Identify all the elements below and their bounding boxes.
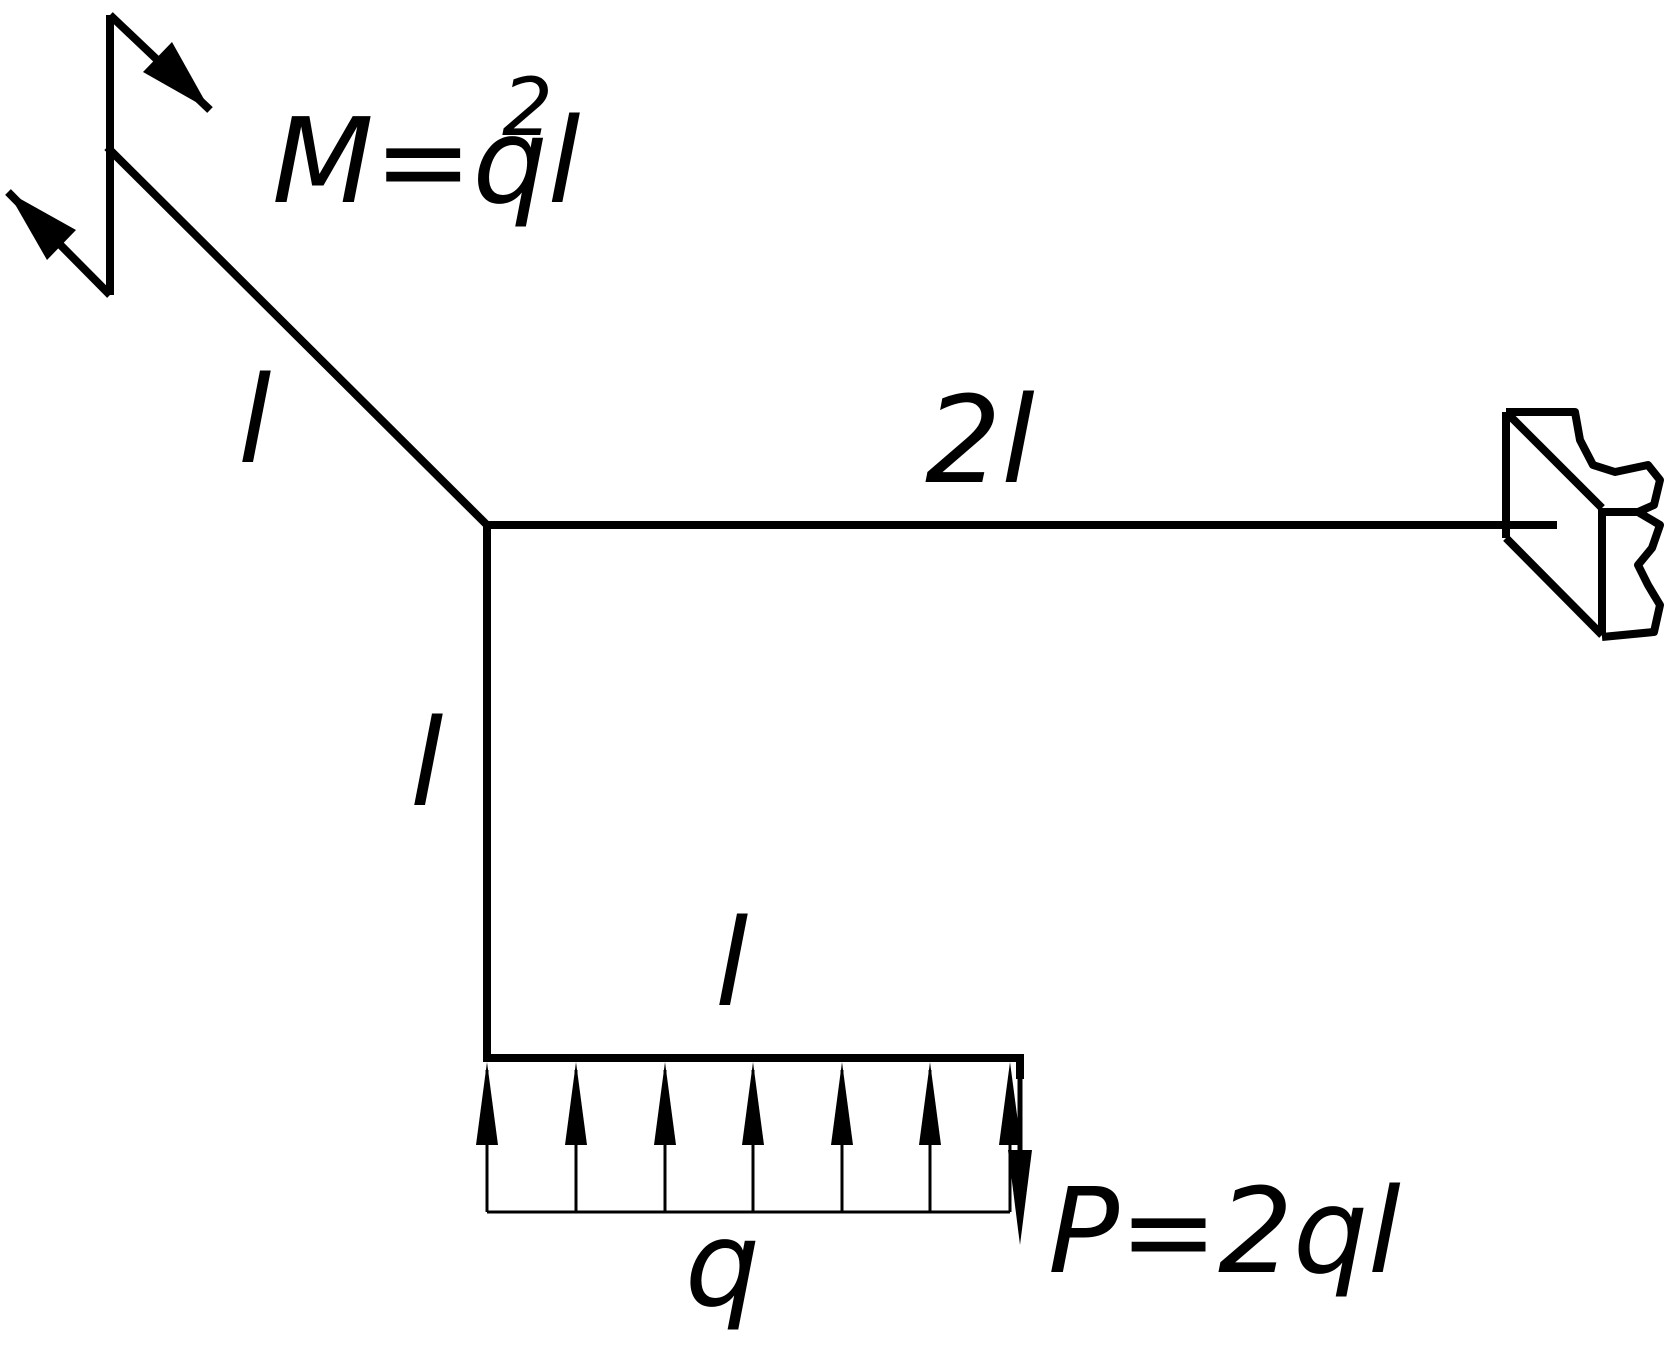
moment-arrowhead-bottom <box>8 192 76 260</box>
bottom-member-length: l <box>715 895 748 1034</box>
inclined-member-length: l <box>238 352 271 491</box>
distributed-load-label: q <box>685 1195 760 1333</box>
frame-structure <box>104 144 1557 1079</box>
force-label: P=2ql <box>1048 1162 1401 1300</box>
distributed-load <box>476 1062 1021 1214</box>
inclined-member <box>104 144 493 531</box>
force-arrow-icon <box>1008 1062 1032 1245</box>
vertical-member-length: l <box>410 695 443 834</box>
load-arrowhead <box>565 1062 587 1145</box>
moment-exponent: 2 <box>502 61 553 154</box>
horizontal-member-length: 2l <box>925 372 1035 511</box>
load-arrowhead <box>742 1062 764 1145</box>
load-arrowhead <box>476 1062 498 1145</box>
fixed-support-icon <box>1502 408 1664 641</box>
load-arrowhead <box>919 1062 941 1145</box>
load-arrowhead <box>999 1062 1021 1145</box>
load-arrowhead <box>831 1062 853 1145</box>
moment-arrowhead-top <box>143 42 210 110</box>
moment-label: M=ql <box>272 92 581 230</box>
load-arrowhead <box>654 1062 676 1145</box>
